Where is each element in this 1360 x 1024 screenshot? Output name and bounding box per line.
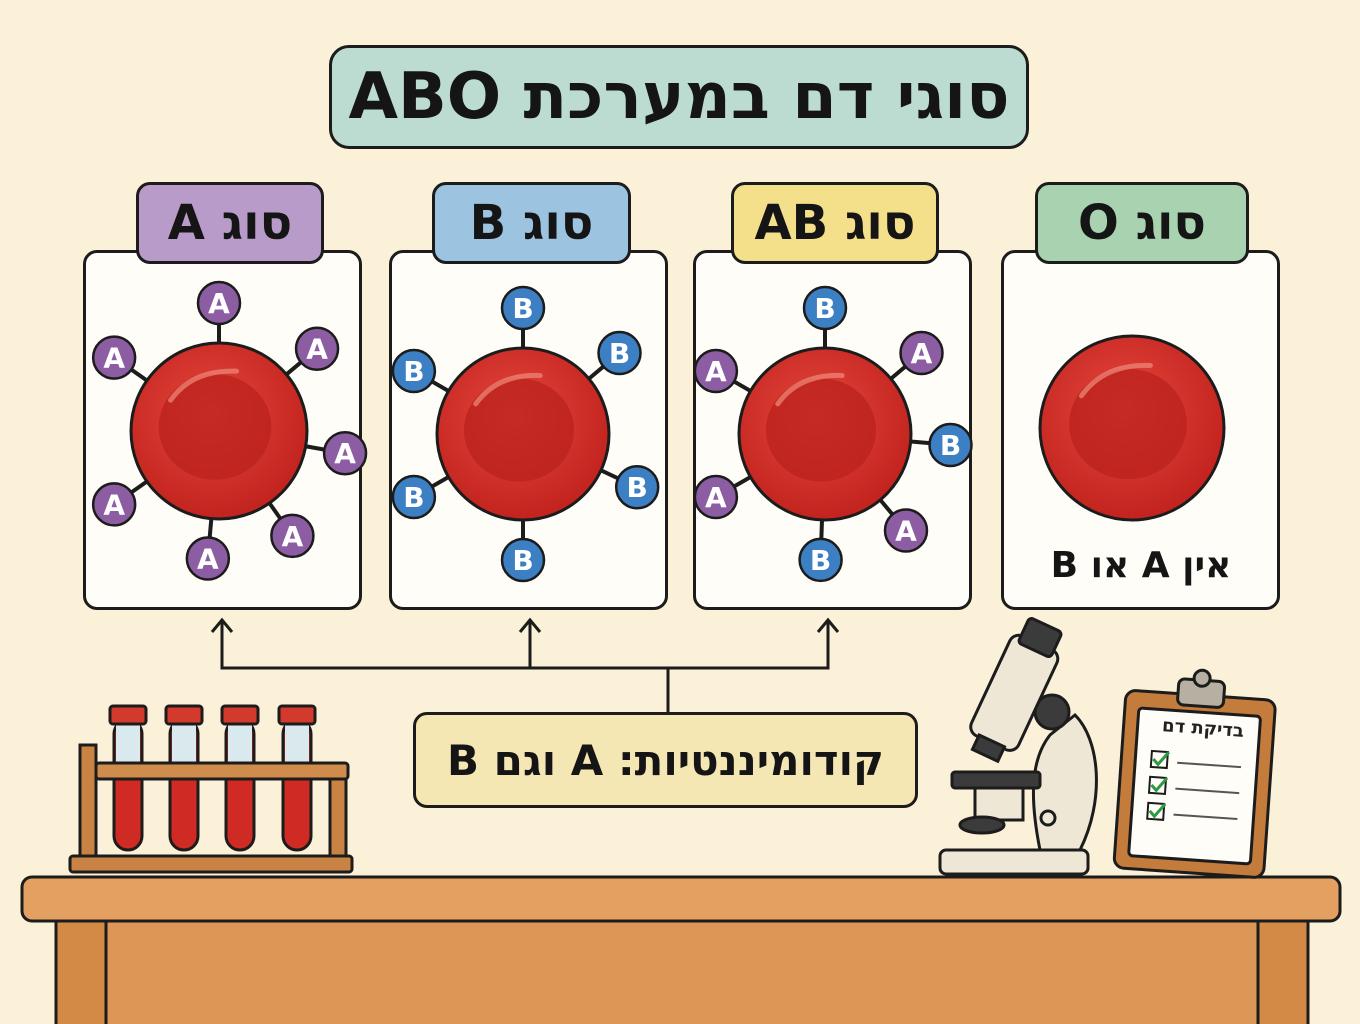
antigen-b: B [391,474,437,520]
arrowhead-b [518,617,542,633]
antigen-b: B [928,422,973,468]
antigen-a: A [91,482,137,527]
codominance-label: קודומיננטיות: A וגם B [413,712,918,808]
connector-to-a [220,622,670,712]
test-tube-rack [68,704,354,874]
svg-text:A: A [895,515,917,548]
antigen-a: A [899,330,944,376]
svg-text:B: B [512,544,533,577]
no-antigen-note: אין A או B [1050,545,1232,586]
arrowhead-ab [816,617,840,633]
svg-text:A: A [282,520,304,553]
svg-text:A: A [197,543,219,576]
check-item [1146,801,1238,821]
microscope-icon [938,617,1098,876]
lab-table [20,875,1342,1024]
antigen-b: B [802,285,848,331]
antigen-a: A [294,326,340,371]
tab-type-a: סוג A [136,182,324,264]
antigen-a: A [693,348,739,394]
svg-text:A: A [103,342,125,375]
tab-type-b: סוג B [432,182,631,264]
clipboard-icon [1112,668,1277,879]
svg-text:A: A [705,481,727,514]
antigen-b: B [391,348,437,394]
red-cell-type-a: A A A A A A A [91,280,368,581]
svg-text:B: B [627,471,648,504]
antigen-b: B [798,537,843,583]
svg-text:B: B [403,355,424,388]
red-cell-type-ab: B A B A B A A [693,285,973,583]
antigen-b: B [597,330,642,376]
tab-type-ab: סוג AB [731,182,939,264]
svg-text:A: A [334,437,356,470]
connector-lines [210,617,840,712]
test-tube [220,704,260,852]
check-item [1147,775,1240,796]
antigen-a: A [91,335,137,380]
diagram-title: סוגי דם במערכת ABO [329,45,1029,149]
svg-text:A: A [306,333,328,366]
red-cell-type-b: B B B B B B [391,285,660,583]
test-tube [164,704,204,852]
antigen-b: B [500,285,546,331]
antigen-a: A [185,536,231,581]
antigen-b: B [500,537,546,583]
test-tube [108,704,148,852]
svg-text:A: A [103,488,125,521]
svg-text:A: A [911,337,933,370]
red-cell-type-o [1038,334,1226,522]
test-tube [277,704,317,852]
svg-text:B: B [940,429,961,462]
svg-text:B: B [403,481,424,514]
check-item [1149,749,1242,770]
antigen-a: A [693,474,739,520]
antigen-a: A [883,508,929,553]
svg-text:A: A [208,287,230,320]
svg-text:B: B [814,292,835,325]
antigen-b: B [614,464,660,510]
svg-text:A: A [705,355,727,388]
svg-text:B: B [810,544,831,577]
antigen-a: A [270,513,315,559]
antigen-a: A [196,280,242,326]
tab-type-o: סוג O [1035,182,1249,264]
antigen-a: A [322,430,368,476]
svg-text:B: B [512,292,533,325]
connector-to-ab [668,622,830,670]
arrowhead-a [210,617,234,633]
svg-text:B: B [609,337,630,370]
